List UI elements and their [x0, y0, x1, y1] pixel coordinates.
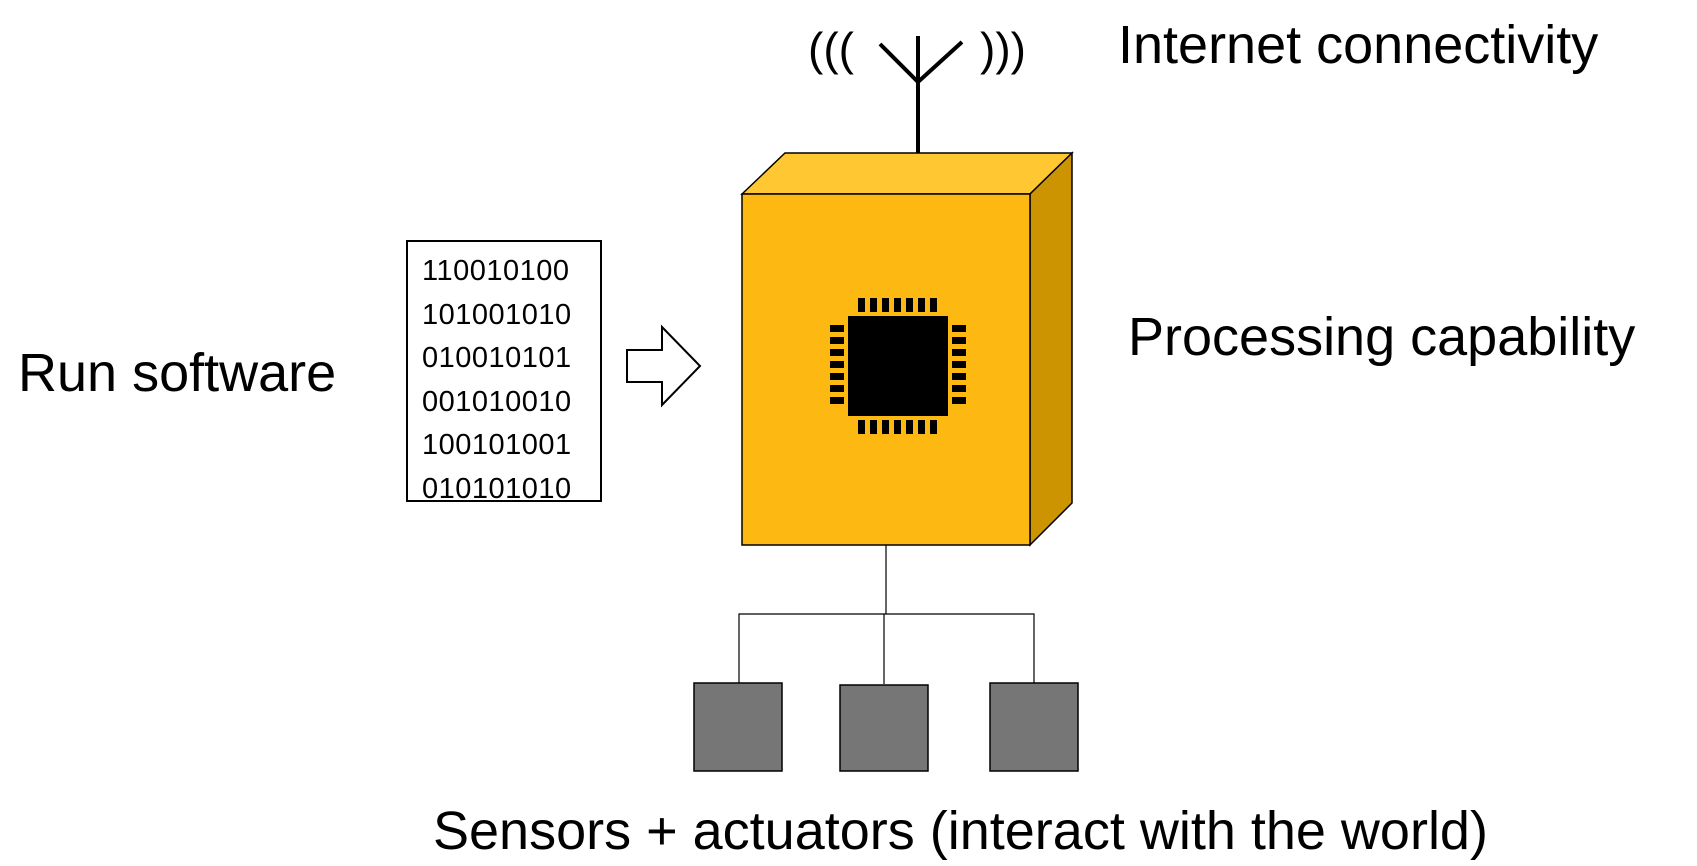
chip-pin	[830, 385, 844, 392]
chip-pin	[830, 349, 844, 356]
chip-pin	[830, 361, 844, 368]
chip-pin	[830, 337, 844, 344]
chip-body	[848, 316, 948, 416]
chip-pin	[870, 298, 877, 312]
chip-pin	[952, 325, 966, 332]
chip-pin	[906, 298, 913, 312]
chip-pin	[858, 298, 865, 312]
chip-pin	[952, 397, 966, 404]
sensor-block	[839, 684, 929, 772]
chip-pin	[858, 420, 865, 434]
chip-pin	[870, 420, 877, 434]
chip-pin	[952, 373, 966, 380]
chip-pin	[952, 361, 966, 368]
code-line: 010010101	[422, 342, 572, 374]
arrow-right-icon	[626, 324, 702, 408]
run-software-label: Run software	[18, 343, 337, 403]
signal-wave-left: (((	[808, 23, 854, 75]
chip-pin	[830, 373, 844, 380]
chip-pin	[918, 420, 925, 434]
antenna-icon	[878, 36, 964, 172]
chip-pin	[906, 420, 913, 434]
signal-wave-right: )))	[980, 23, 1026, 75]
code-line: 001010010	[422, 385, 572, 418]
processing-capability-label: Processing capability	[1128, 307, 1636, 367]
chip-icon	[830, 298, 966, 434]
chip-pin	[882, 420, 889, 434]
connector-lines	[738, 545, 1035, 684]
chip-pin	[830, 325, 844, 332]
code-line: 010101010	[422, 472, 572, 505]
chip-pin	[894, 420, 901, 434]
internet-connectivity-label: Internet connectivity	[1118, 15, 1599, 75]
code-line: 100101001	[422, 429, 572, 461]
sensors-actuators-label: Sensors + actuators (interact with the w…	[433, 801, 1488, 861]
chip-pin	[930, 298, 937, 312]
chip-pin	[930, 420, 937, 434]
chip-pin	[952, 349, 966, 356]
software-code-box: 110010100 101001010 010010101 001010010 1001…	[406, 240, 602, 505]
chip-pin	[918, 298, 925, 312]
sensor-block	[989, 682, 1079, 772]
code-line: 110010100	[422, 255, 570, 287]
device-box-top	[740, 152, 1074, 195]
chip-pin	[952, 337, 966, 344]
device-box-side	[1029, 151, 1073, 547]
chip-pin	[894, 298, 901, 312]
chip-pin	[952, 385, 966, 392]
chip-pin	[882, 298, 889, 312]
sensor-block	[693, 682, 783, 772]
code-line: 101001010	[422, 298, 572, 331]
chip-pin	[830, 397, 844, 404]
